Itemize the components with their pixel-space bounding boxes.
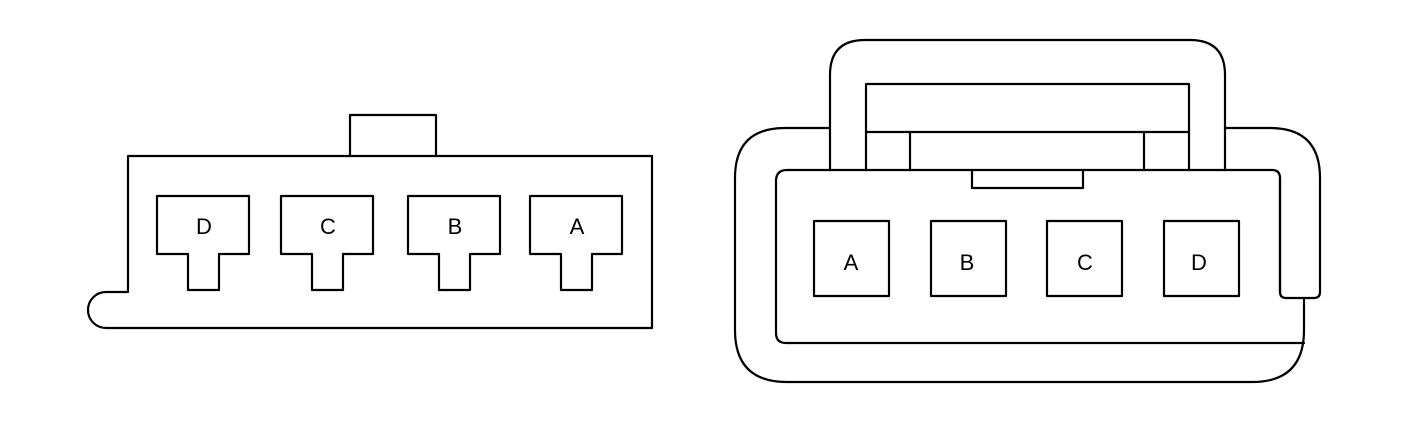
right-pin-label: D bbox=[1191, 250, 1207, 275]
left-connector: D C B A bbox=[86, 113, 654, 330]
right-keying-tab bbox=[970, 168, 1085, 190]
left-pin-label: A bbox=[570, 214, 585, 239]
left-pin-label: B bbox=[448, 214, 463, 239]
left-pin-label: C bbox=[320, 214, 336, 239]
right-connector: A B C D bbox=[733, 38, 1322, 384]
left-connector-body bbox=[86, 113, 654, 330]
left-pin-cavity-b bbox=[406, 194, 502, 292]
right-connector-shroud bbox=[733, 126, 1306, 384]
right-pin-label: B bbox=[960, 250, 975, 275]
left-pin-label: D bbox=[196, 214, 212, 239]
right-pin-label: A bbox=[844, 250, 859, 275]
left-pin-cavity-d bbox=[155, 194, 251, 292]
right-pin-cavity-b bbox=[929, 219, 1008, 298]
right-connector-face bbox=[774, 168, 1306, 345]
right-pin-cavity-d bbox=[1162, 219, 1241, 298]
right-lock-arm-outer bbox=[828, 38, 1227, 172]
left-pin-cavity-a bbox=[528, 194, 624, 292]
left-pin-cavity-c bbox=[279, 194, 375, 292]
right-connector-shroud-side bbox=[1223, 126, 1322, 300]
right-lock-arm-inner bbox=[864, 82, 1191, 172]
right-pin-cavity-c bbox=[1045, 219, 1124, 298]
right-lock-latch bbox=[908, 130, 1146, 172]
right-pin-label: C bbox=[1077, 250, 1093, 275]
right-pin-cavity-a bbox=[812, 219, 891, 298]
